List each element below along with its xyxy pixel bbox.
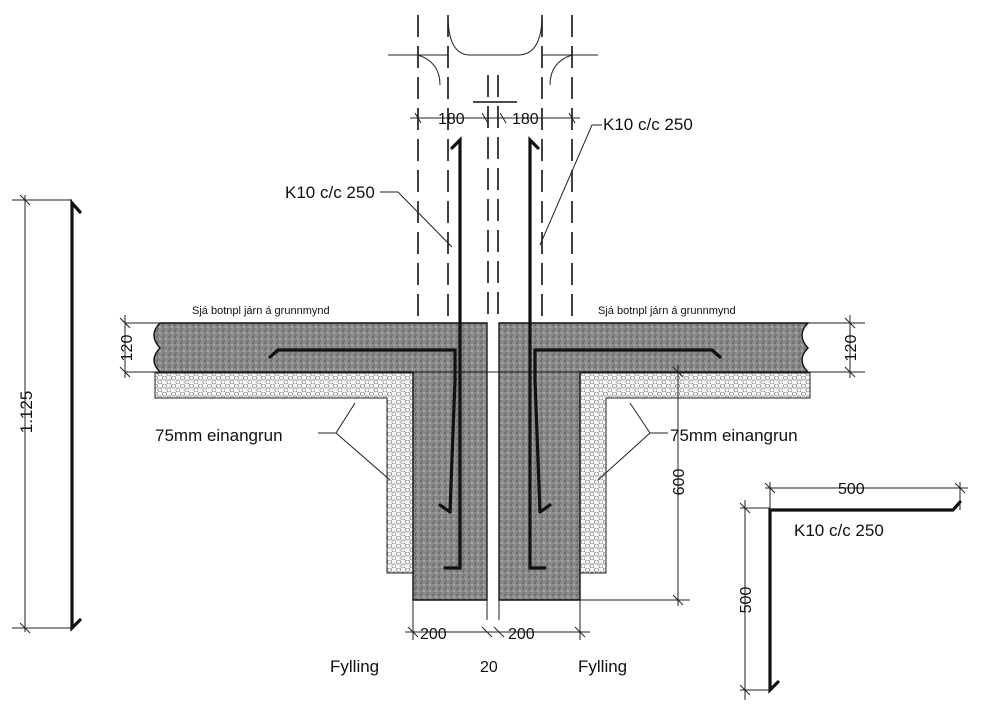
- leader-lines: [318, 124, 668, 481]
- rebar-bend-detail: [739, 482, 968, 700]
- rebar-label-detail: K10 c/c 250: [794, 521, 884, 540]
- dim-180-left: 180: [438, 111, 465, 128]
- dim-1125: 1.125: [17, 391, 36, 434]
- fill-label-right: Fylling: [578, 657, 627, 676]
- concrete-slab: [125, 322, 865, 601]
- rebar-length-indicator: [70, 198, 82, 632]
- rebar-left: [268, 136, 462, 570]
- wall-outline: [388, 14, 598, 322]
- dim-200-right: 200: [508, 626, 535, 643]
- dim-20-gap: 20: [480, 659, 498, 676]
- insulation: [154, 372, 811, 574]
- dim-120-left: 120: [119, 335, 136, 362]
- rebar-label-right: K10 c/c 250: [603, 115, 693, 134]
- insulation-label-left: 75mm einangrun: [155, 426, 283, 445]
- fill-label-left: Fylling: [330, 657, 379, 676]
- dim-500-vertical: 500: [738, 587, 755, 614]
- dim-600: 600: [671, 469, 688, 496]
- slab-note-left: Sjá botnpl járn á grunnmynd: [192, 305, 330, 317]
- dim-500-horizontal: 500: [838, 481, 865, 498]
- rebar-label-left: K10 c/c 250: [285, 183, 375, 202]
- slab-note-right: Sjá botnpl járn á grunnmynd: [598, 305, 736, 317]
- dimension-lines: [12, 112, 856, 640]
- dim-120-right: 120: [843, 335, 860, 362]
- center-gap: [486, 323, 500, 620]
- rebar-right: [528, 136, 722, 570]
- dim-180-right: 180: [512, 111, 539, 128]
- dim-200-left: 200: [420, 626, 447, 643]
- insulation-label-right: 75mm einangrun: [670, 426, 798, 445]
